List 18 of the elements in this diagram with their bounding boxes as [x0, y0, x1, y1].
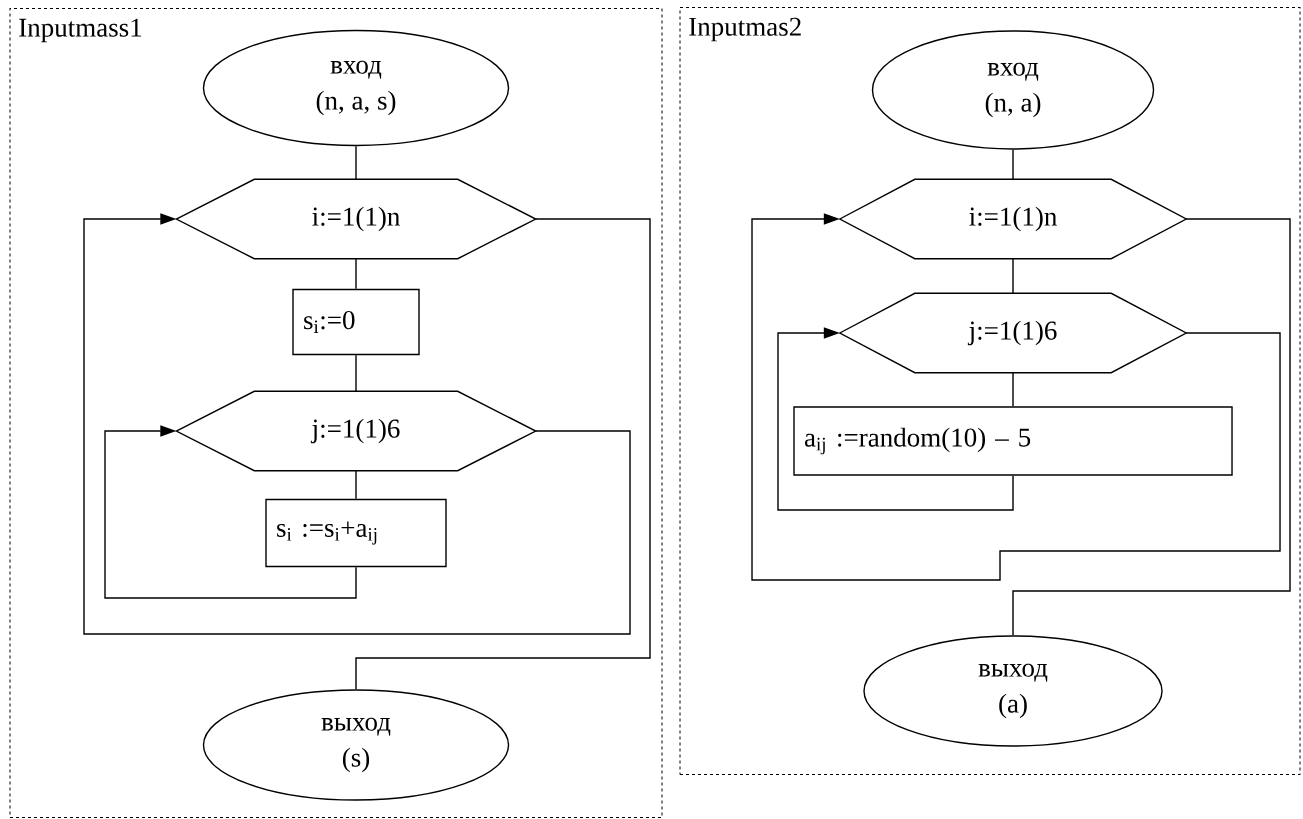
connector-line [355, 258, 357, 290]
connector-line [1012, 149, 1014, 180]
connector-line [355, 354, 357, 392]
arrow [777, 327, 1014, 511]
heading: Inputmass1 [19, 18, 142, 43]
arrow [83, 213, 631, 635]
arrow [104, 425, 357, 599]
connector-line [1012, 218, 1291, 636]
process-box: a$_{ij}$ :=random(10) – 5 [793, 406, 1233, 476]
connector-line [355, 218, 651, 690]
arrow [751, 213, 1281, 581]
process-box: s$_{i}$:=0 [292, 288, 420, 356]
connector-line [355, 470, 357, 500]
process-box: s$_{i}$ :=s$_{i}$+a$_{ij}$ [265, 498, 447, 568]
heading: Inputmas2 [689, 17, 801, 42]
connector-line [1012, 372, 1014, 407]
connector-line [355, 145, 357, 180]
connector-line [1012, 258, 1014, 294]
